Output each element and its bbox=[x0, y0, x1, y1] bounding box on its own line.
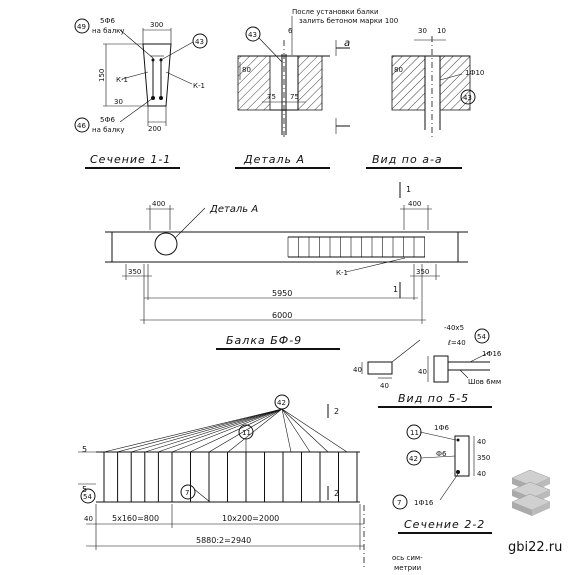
svg-text:400: 400 bbox=[152, 200, 165, 208]
svg-text:42: 42 bbox=[277, 399, 286, 407]
title-section-1-1: Сечение 1-1 bbox=[90, 153, 171, 166]
svg-text:1: 1 bbox=[393, 285, 398, 294]
callout-46 bbox=[74, 117, 90, 133]
dim-80: 80 bbox=[242, 66, 251, 74]
symmetry-axis-note: ось сим- bbox=[392, 554, 423, 562]
svg-text:40: 40 bbox=[84, 515, 93, 523]
svg-text:40: 40 bbox=[418, 368, 427, 376]
mark-a-top: а bbox=[344, 38, 350, 49]
svg-text:46: 46 bbox=[77, 122, 86, 130]
dim-10x200: 10х200=2000 bbox=[222, 514, 279, 523]
title-beam: Балка БФ-9 bbox=[226, 334, 302, 347]
label-k1-left: К-1 bbox=[116, 76, 128, 84]
svg-text:40: 40 bbox=[380, 382, 389, 390]
title-detail-a: Деталь А bbox=[243, 153, 305, 166]
svg-text:75: 75 bbox=[290, 93, 299, 101]
view-5-5: -40х5 ℓ=40 54 40 40 40 1Ф16 Шов 6мм Вид … bbox=[353, 324, 502, 408]
svg-text:11: 11 bbox=[410, 429, 419, 437]
rebar-1f16: 1Ф16 bbox=[482, 350, 502, 358]
detail-a: После установки балки залить бетоном мар… bbox=[235, 8, 398, 169]
rebar-cage bbox=[287, 236, 425, 258]
svg-text:400: 400 bbox=[408, 200, 421, 208]
svg-text:7: 7 bbox=[397, 499, 401, 507]
title-section-2-2: Сечение 2-2 bbox=[404, 518, 485, 531]
svg-text:54: 54 bbox=[83, 493, 92, 501]
label-k1-beam: К-1 bbox=[336, 269, 348, 277]
detail-a-circle bbox=[154, 232, 178, 256]
section-1-1: 300 200 150 30 К-1 К-1 49 5Ф6 на балку 4… bbox=[74, 17, 208, 169]
svg-text:40: 40 bbox=[477, 470, 486, 478]
logo-stack-icon bbox=[511, 469, 551, 516]
svg-text:30: 30 bbox=[418, 27, 427, 35]
callout-7 bbox=[180, 484, 196, 500]
svg-text:ℓ=40: ℓ=40 bbox=[447, 339, 466, 347]
dim-30: 30 bbox=[114, 98, 123, 106]
note-line-1: После установки балки bbox=[292, 8, 379, 16]
svg-text:2: 2 bbox=[334, 489, 339, 498]
callout-43-view bbox=[460, 89, 476, 105]
section-2-2: 11 1Ф6 42 Ф6 7 1Ф16 40 350 40 Сечение 2-… bbox=[392, 424, 492, 534]
svg-text:7: 7 bbox=[185, 489, 189, 497]
note-line-2: залить бетоном марки 100 bbox=[299, 17, 398, 25]
label-k1-right: К-1 bbox=[193, 82, 205, 90]
svg-text:43: 43 bbox=[248, 31, 257, 39]
title-view-5-5: Вид по 5-5 bbox=[398, 392, 469, 405]
callout-54-frame bbox=[80, 488, 96, 504]
callout-43-detail bbox=[245, 26, 261, 42]
weld-note: Шов 6мм bbox=[468, 378, 501, 386]
svg-text:на балку: на балку bbox=[92, 27, 125, 35]
svg-text:40: 40 bbox=[353, 366, 362, 374]
svg-text:на балку: на балку bbox=[92, 126, 125, 134]
svg-text:75: 75 bbox=[267, 93, 276, 101]
callout-43 bbox=[192, 33, 208, 49]
svg-text:Ф6: Ф6 bbox=[436, 450, 447, 458]
dim-200: 200 bbox=[148, 125, 161, 133]
rebar-1f10: 1Ф10 bbox=[465, 69, 484, 77]
view-a-a: 30 10 80 1Ф10 43 Вид по а-а bbox=[366, 27, 484, 169]
note-top: 5Ф6 bbox=[100, 17, 115, 25]
note-bottom: 5Ф6 bbox=[100, 116, 115, 124]
svg-text:42: 42 bbox=[409, 455, 418, 463]
svg-text:350: 350 bbox=[128, 268, 141, 276]
svg-text:10: 10 bbox=[437, 27, 446, 35]
dim-5x160: 5х160=800 bbox=[112, 514, 159, 523]
title-view-a-a: Вид по а-а bbox=[372, 153, 443, 166]
svg-text:40: 40 bbox=[477, 438, 486, 446]
svg-text:11: 11 bbox=[242, 429, 251, 437]
plate-size: -40х5 bbox=[444, 324, 464, 332]
svg-text:1: 1 bbox=[406, 185, 411, 194]
svg-text:43: 43 bbox=[463, 94, 472, 102]
dim-total: 5880:2=2940 bbox=[196, 536, 251, 545]
svg-text:350: 350 bbox=[416, 268, 429, 276]
svg-text:1Ф6: 1Ф6 bbox=[434, 424, 449, 432]
callout-49 bbox=[74, 18, 90, 34]
dim-6000: 6000 bbox=[272, 311, 292, 320]
svg-text:2: 2 bbox=[334, 407, 339, 416]
frame-elevation: 42 11 7 54 5 5 2 2 40 5х160=800 10х200=2… bbox=[78, 394, 423, 572]
label-detail-a: Деталь А bbox=[209, 204, 258, 215]
watermark-text: gbi22.ru bbox=[508, 540, 562, 555]
svg-text:5: 5 bbox=[82, 445, 87, 454]
svg-text:1Ф16: 1Ф16 bbox=[414, 499, 434, 507]
dim-150: 150 bbox=[98, 69, 106, 82]
dim-5950: 5950 bbox=[272, 289, 292, 298]
svg-text:5: 5 bbox=[82, 485, 87, 494]
svg-text:метрии: метрии bbox=[394, 564, 421, 572]
svg-text:49: 49 bbox=[77, 23, 86, 31]
beam-outline bbox=[111, 231, 459, 263]
beam-elevation: Деталь А 400 400 1 1 К-1 350 350 5950 60… bbox=[105, 182, 468, 350]
svg-text:80: 80 bbox=[394, 66, 403, 74]
callout-54 bbox=[474, 328, 490, 344]
dim-300: 300 bbox=[150, 21, 163, 29]
watermark: gbi22.ru bbox=[508, 469, 562, 555]
callout-7-sec bbox=[392, 494, 408, 510]
svg-text:43: 43 bbox=[195, 38, 204, 46]
svg-text:350: 350 bbox=[477, 454, 490, 462]
svg-text:6: 6 bbox=[288, 27, 293, 35]
svg-text:54: 54 bbox=[477, 333, 486, 341]
